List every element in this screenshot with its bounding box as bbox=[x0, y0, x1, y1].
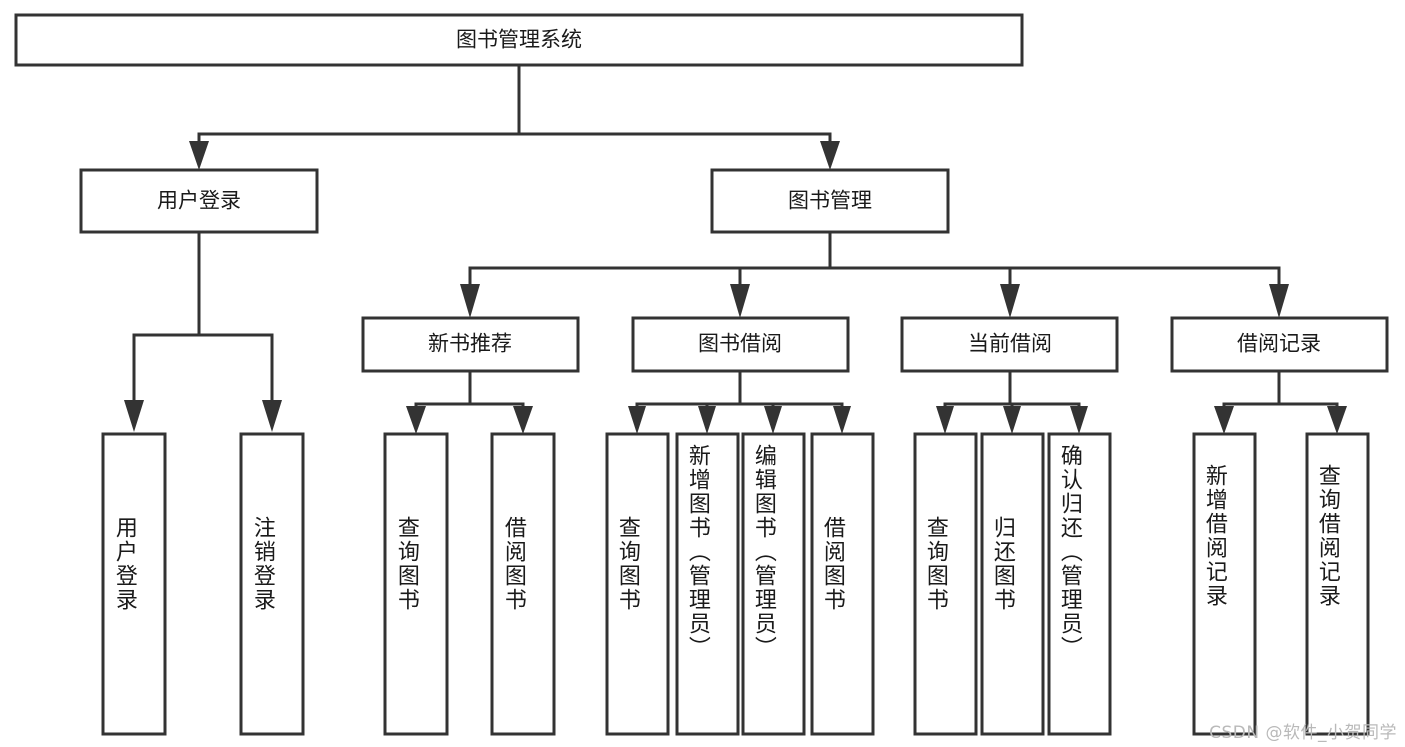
node-root[interactable]: 图书管理系统 bbox=[14, 13, 1024, 67]
arrow-head-icon bbox=[513, 406, 533, 434]
connector-user-login-children bbox=[124, 230, 282, 432]
node-borrow-record[interactable]: 借阅记录 bbox=[1170, 316, 1389, 373]
node-user-login[interactable]: 用户登录 bbox=[79, 168, 319, 234]
leaf-box-return-book[interactable] bbox=[980, 432, 1045, 736]
node-label: 借阅记录 bbox=[1237, 333, 1321, 356]
leaf-box-query-book-1[interactable] bbox=[383, 432, 449, 736]
node-current-borrow[interactable]: 当前借阅 bbox=[900, 316, 1119, 373]
leaf-box-query-record[interactable] bbox=[1305, 432, 1370, 736]
arrow-head-icon bbox=[406, 406, 426, 434]
node-label: 新书推荐 bbox=[428, 333, 512, 356]
node-new-book-recommend[interactable]: 新书推荐 bbox=[361, 316, 580, 373]
connector-root-to-level2 bbox=[189, 63, 840, 170]
arrow-head-icon bbox=[1214, 406, 1234, 434]
node-label: 图书管理系统 bbox=[456, 29, 582, 52]
arrow-head-icon bbox=[262, 400, 282, 432]
arrow-head-icon bbox=[820, 141, 840, 170]
arrow-head-icon bbox=[833, 406, 851, 434]
node-box[interactable] bbox=[14, 13, 1024, 67]
arrow-head-icon bbox=[698, 406, 716, 434]
arrow-head-icon bbox=[764, 406, 782, 434]
leaf-box-query-book-2[interactable] bbox=[605, 432, 670, 736]
leaf-box-borrow-book-1[interactable] bbox=[490, 432, 556, 736]
arrow-head-icon bbox=[460, 284, 480, 318]
watermark-text: CSDN @软件_小贺同学 bbox=[1209, 723, 1397, 743]
leaf-box-user-login[interactable] bbox=[101, 432, 167, 736]
leaf-box-borrow-book-2[interactable] bbox=[810, 432, 875, 736]
node-book-manage[interactable]: 图书管理 bbox=[710, 168, 950, 234]
node-box[interactable] bbox=[361, 316, 580, 373]
leaf-box-query-book-3[interactable] bbox=[913, 432, 978, 736]
arrow-head-icon bbox=[730, 284, 750, 318]
node-box[interactable] bbox=[900, 316, 1119, 373]
arrow-head-icon bbox=[936, 406, 954, 434]
arrow-head-icon bbox=[628, 406, 646, 434]
arrow-head-icon bbox=[1070, 406, 1088, 434]
leaf-box-add-book[interactable] bbox=[675, 432, 740, 736]
connector-new-book-recommend-children bbox=[406, 369, 533, 434]
connector-current-borrow-children bbox=[936, 369, 1088, 434]
node-label: 用户登录 bbox=[157, 190, 241, 213]
connector-borrow-record-children bbox=[1214, 369, 1347, 434]
arrow-head-icon bbox=[189, 141, 209, 170]
node-label: 图书借阅 bbox=[698, 333, 782, 356]
node-box[interactable] bbox=[79, 168, 319, 234]
node-book-borrow[interactable]: 图书借阅 bbox=[631, 316, 850, 373]
node-box[interactable] bbox=[631, 316, 850, 373]
arrow-head-icon bbox=[1269, 284, 1289, 318]
node-box[interactable] bbox=[710, 168, 950, 234]
node-label: 图书管理 bbox=[788, 190, 872, 213]
arrow-head-icon bbox=[1327, 406, 1347, 434]
node-label: 当前借阅 bbox=[968, 333, 1052, 356]
leaf-box-edit-book[interactable] bbox=[741, 432, 806, 736]
connector-book-borrow-children bbox=[628, 369, 851, 434]
connector-book-manage-children bbox=[460, 230, 1289, 318]
node-box[interactable] bbox=[1170, 316, 1389, 373]
leaf-box-confirm-return[interactable] bbox=[1047, 432, 1112, 736]
arrow-head-icon bbox=[1000, 284, 1020, 318]
arrow-head-icon bbox=[124, 400, 144, 432]
leaf-box-user-logout[interactable] bbox=[239, 432, 305, 736]
arrow-head-icon bbox=[1003, 406, 1021, 434]
leaf-box-add-record[interactable] bbox=[1192, 432, 1257, 736]
